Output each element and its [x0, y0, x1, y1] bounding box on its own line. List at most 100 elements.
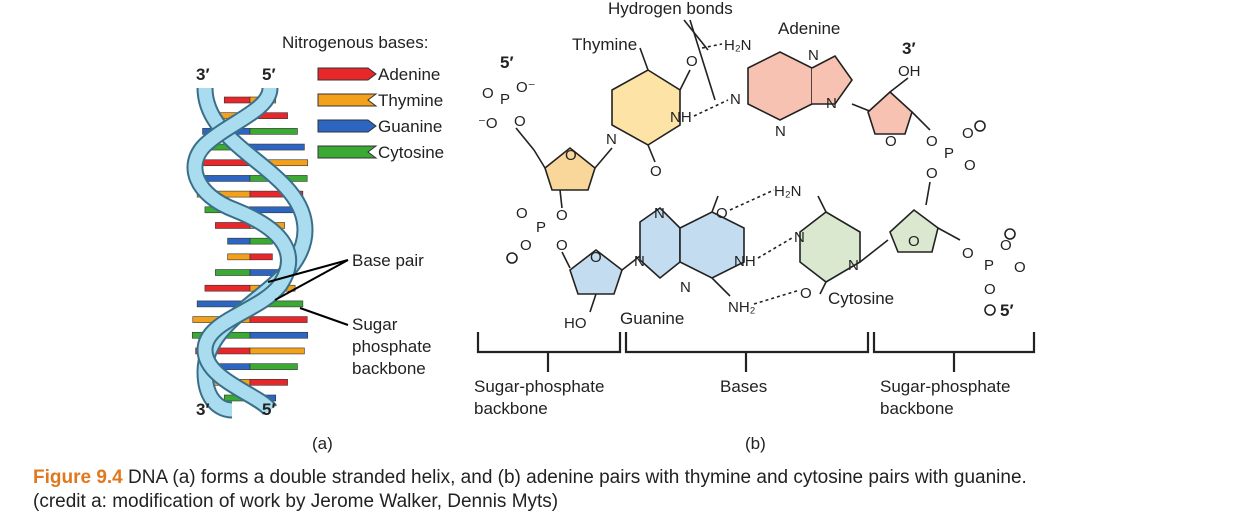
atom-o: O [686, 53, 698, 70]
atom-nh: NH [670, 109, 692, 126]
adenine-swatch [317, 67, 377, 81]
base-pair-pointer-1 [267, 259, 349, 283]
atom-n: N [680, 279, 691, 296]
base-half [249, 331, 309, 339]
backbone-label-line3: backbone [352, 359, 426, 378]
sugar-top-left: O [533, 146, 613, 209]
legend-title: Nitrogenous bases: [282, 33, 428, 52]
atom-n: N [654, 205, 665, 222]
bracket-right-label-2: backbone [880, 399, 954, 418]
thymine-label: Thymine [572, 35, 637, 54]
atom-o: O [964, 157, 976, 174]
base-legend: Nitrogenous bases: Adenine Thymine Guani… [282, 33, 444, 162]
caption-text-line2: (credit a: modification of work by Jerom… [33, 491, 559, 512]
bracket-middle-label: Bases [720, 377, 767, 396]
atom-n: N [634, 253, 645, 270]
atom-p: P [944, 145, 954, 162]
base-half [249, 253, 273, 261]
atom-h2n: H₂N [774, 183, 802, 200]
ring-oxygen: O [590, 249, 602, 266]
h-bond-gc-1 [729, 189, 775, 211]
panel-a-label: (a) [312, 434, 333, 453]
atom-n: N [848, 257, 859, 274]
atom-p: P [500, 91, 510, 108]
atom-o: O [1000, 237, 1012, 254]
guanine-base: N N N NH O NH₂ Guanine [620, 195, 756, 328]
helix-end-top-right: 5′ [262, 65, 276, 84]
figure-number: Figure 9.4 [33, 467, 123, 488]
h-bond-gc-2 [757, 237, 793, 259]
base-half [204, 284, 251, 292]
backbone-pointer [299, 307, 349, 326]
ring-oxygen: O [565, 147, 577, 164]
negative-charge-icon [984, 304, 996, 316]
bracket-right-label-1: Sugar-phosphate [880, 377, 1010, 396]
atom-o: O [482, 85, 494, 102]
base-half [249, 363, 298, 370]
base-pair-label: Base pair [352, 251, 424, 270]
base-pair-pointer-2 [274, 259, 349, 301]
atom-oh: OH [898, 63, 921, 80]
phosphate-top-right: O P O O O [925, 120, 986, 206]
bracket-right [872, 332, 1036, 372]
atom-p: P [984, 257, 994, 274]
adenine-base: H₂N N N N N Adenine [724, 19, 873, 140]
atom-o: O [926, 165, 938, 182]
atom-o: O [1014, 259, 1026, 276]
atom-o: O [556, 237, 568, 254]
backbone-label-line2: phosphate [352, 337, 431, 356]
atom-o-bridge: O [514, 113, 526, 130]
thymine-base: O O N NH Thymine [572, 35, 698, 180]
sugar-bottom-right: O [889, 208, 961, 253]
ring-oxygen: O [908, 233, 920, 250]
guanine-swatch [317, 119, 377, 133]
guanine-label: Guanine [620, 309, 684, 328]
base-half [249, 143, 305, 151]
atom-nh: NH [734, 253, 756, 270]
bracket-left-label-1: Sugar-phosphate [474, 377, 604, 396]
base-half [249, 347, 305, 355]
helix-strand-front-fill [188, 86, 296, 415]
atom-o: O [800, 285, 812, 302]
atom-o: O [926, 133, 938, 150]
atom-o: O [962, 125, 974, 142]
panel-b-label: (b) [745, 434, 766, 453]
helix-end-bottom-right: 5′ [262, 400, 276, 419]
bracket-middle [624, 332, 870, 372]
atom-o: O [716, 205, 728, 222]
atom-o: O [516, 205, 528, 222]
base-half [249, 128, 298, 135]
atom-nh2: NH₂ [728, 299, 756, 316]
bracket-left [476, 332, 622, 372]
hydrogen-bond-callout: Hydrogen bonds [608, 0, 733, 101]
figure-caption: Figure 9.4 DNA (a) forms a double strand… [33, 466, 1223, 514]
atom-minus-o: ⁻O [478, 115, 498, 132]
atom-n: N [730, 91, 741, 108]
legend-label-cytosine: Cytosine [378, 143, 444, 162]
double-helix: 3′ 5′ 3′ 5′ [186, 65, 314, 419]
legend-adenine: Adenine [317, 65, 440, 84]
phosphate-top-left: O P O⁻ ⁻O O 5′ [478, 53, 536, 151]
ring-oxygen: O [885, 133, 897, 150]
legend-cytosine: Cytosine [317, 143, 444, 162]
atom-n: N [775, 123, 786, 140]
atom-o-minus: O⁻ [516, 79, 536, 96]
three-prime-top: 3′ [902, 39, 916, 58]
base-half [215, 269, 251, 276]
atom-o: O [984, 281, 996, 298]
atom-o: O [520, 237, 532, 254]
five-prime-bottom: 5′ [1000, 301, 1014, 320]
helix-callouts: Base pair Sugar phosphate backbone (a) [267, 251, 431, 453]
negative-charge-icon [506, 252, 518, 264]
hydrogen-bonds-label: Hydrogen bonds [608, 0, 733, 18]
base-half [223, 96, 251, 104]
atom-o: O [650, 163, 662, 180]
sugar-bottom-left: O HO [564, 248, 641, 332]
atom-n: N [808, 47, 819, 64]
caption-text-line1: DNA (a) forms a double stranded helix, a… [122, 467, 1027, 488]
phosphate-bottom-right: O P O O O 5′ [962, 228, 1026, 320]
sugar-top-right: O OH 3′ [867, 39, 931, 150]
legend-label-guanine: Guanine [378, 117, 442, 136]
adenine-label: Adenine [778, 19, 840, 38]
